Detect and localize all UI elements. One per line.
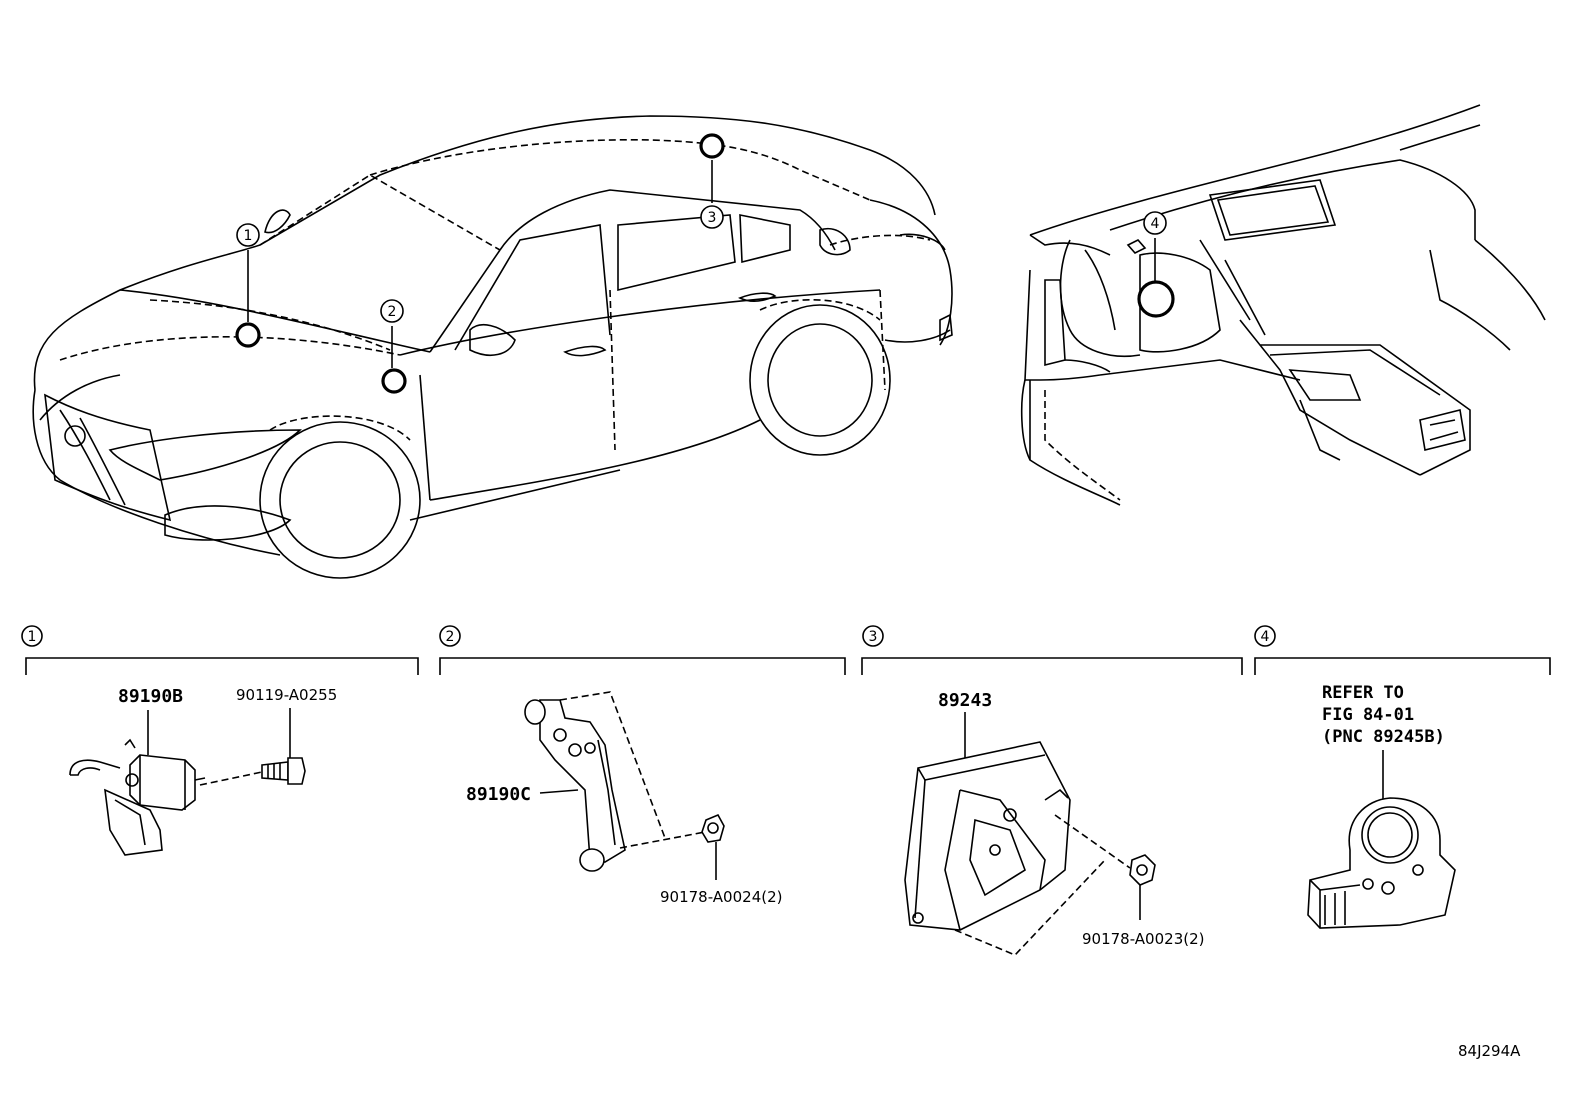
section-4-reference: REFER TO FIG 84-01 (PNC 89245B) [1322, 683, 1445, 800]
part-number-90178-A0023: 90178-A0023(2) [1082, 930, 1204, 948]
refer-line-3: (PNC 89245B) [1322, 727, 1445, 747]
part-89190C-bracket: 89190C [466, 699, 626, 872]
callout-2-marker: 2 [380, 299, 407, 394]
vehicle-illustration [32, 115, 953, 579]
interior-illustration [1020, 104, 1546, 506]
section-1-number: 1 [28, 629, 37, 645]
callout-3-marker: 3 [699, 133, 725, 229]
callout-4-label: 4 [1151, 216, 1160, 232]
section-4-number: 4 [1261, 629, 1270, 645]
section-2-number: 2 [446, 629, 455, 645]
refer-line-1: REFER TO [1322, 683, 1404, 703]
section-3-header: 3 [861, 625, 1243, 675]
part-90178-A0024-nut: 90178-A0024(2) [660, 813, 782, 906]
section-2-header: 2 [439, 625, 846, 675]
refer-line-2: FIG 84-01 [1322, 705, 1414, 725]
callout-1-marker: 1 [235, 223, 261, 348]
part-89190B-sensor: 89190B [69, 686, 206, 856]
part-89243-ecu: 89243 [904, 690, 1071, 931]
callout-4-marker: 4 [1137, 211, 1175, 318]
part-number-90119-A0255: 90119-A0255 [236, 686, 337, 704]
part-number-90178-A0024: 90178-A0024(2) [660, 888, 782, 906]
section-4-header: 4 [1254, 625, 1551, 675]
callout-2-label: 2 [388, 304, 397, 320]
part-number-89243: 89243 [938, 690, 992, 711]
callout-1-label: 1 [244, 228, 253, 244]
callout-3-label: 3 [708, 210, 717, 226]
section-1-header: 1 [21, 625, 419, 675]
part-number-89190B: 89190B [118, 686, 183, 707]
part-90119-A0255-bolt: 90119-A0255 [236, 686, 337, 785]
part-90178-A0023-nut: 90178-A0023(2) [1082, 854, 1204, 948]
spiral-cable-sensor [1307, 797, 1456, 929]
section-3-number: 3 [869, 629, 878, 645]
part-number-89190C: 89190C [466, 784, 531, 805]
figure-code: 84J294A [1458, 1042, 1521, 1060]
